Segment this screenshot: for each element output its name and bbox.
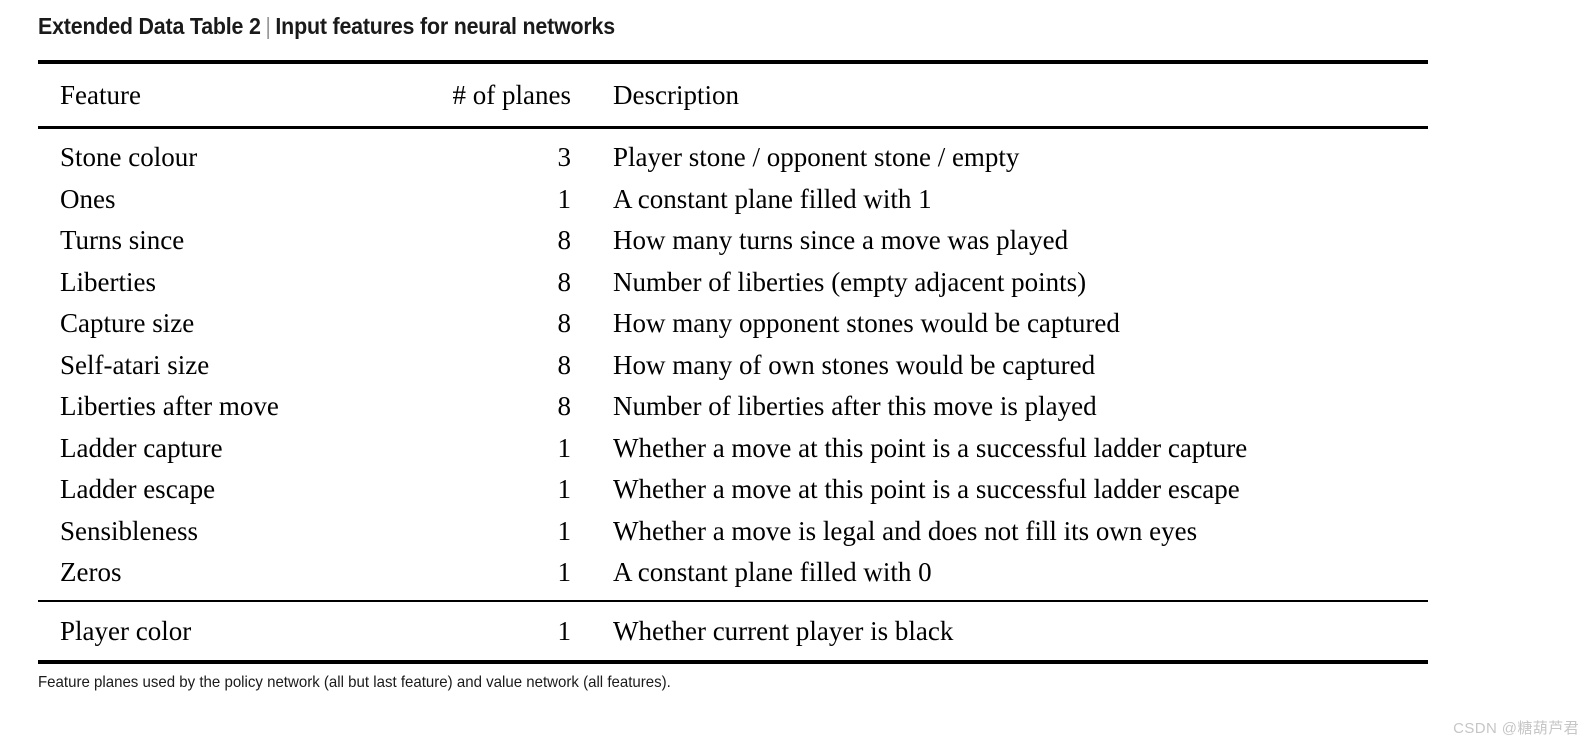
table-title-separator: | (265, 13, 271, 39)
table-rule-bottom (38, 660, 1428, 664)
cell-feature: Liberties after move (60, 391, 279, 421)
cell-description: How many opponent stones would be captur… (613, 308, 1120, 338)
cell-planes: 8 (557, 308, 572, 338)
table-rule-top (38, 60, 1428, 64)
cell-description: Number of liberties after this move is p… (613, 391, 1097, 421)
table-row: Turns since 8 How many turns since a mov… (38, 220, 1428, 262)
cell-planes: 8 (557, 349, 572, 380)
cell-feature: Player color (60, 615, 192, 646)
column-header-description: Description (613, 80, 739, 110)
table-body-top-spacer (38, 129, 1428, 137)
table-last-group-body: Player color 1 Whether current player is… (38, 602, 1428, 661)
table-header: Feature # of planes Description (38, 64, 1428, 126)
table-rule-header (38, 126, 1428, 129)
page-title: Extended Data Table 2|Input features for… (38, 13, 615, 40)
cell-planes: 1 (557, 183, 572, 214)
cell-description: How many turns since a move was played (613, 225, 1069, 255)
table-row: Self-atari size 8 How many of own stones… (38, 345, 1428, 387)
cell-feature: Turns since (60, 225, 185, 255)
table-row: Ladder escape 1 Whether a move at this p… (38, 469, 1428, 511)
cell-description: Number of liberties (empty adjacent poin… (613, 266, 1087, 297)
table-header-row: Feature # of planes Description (38, 64, 1428, 126)
cell-planes: 8 (557, 225, 572, 255)
table-row: Capture size 8 How many opponent stones … (38, 303, 1428, 345)
cell-planes: 1 (557, 557, 572, 587)
input-features-table-last-group: Player color 1 Whether current player is… (38, 602, 1428, 661)
table-row: Player color 1 Whether current player is… (38, 611, 1428, 653)
table-last-group-bottom-spacer (38, 652, 1428, 660)
cell-planes: 1 (557, 615, 572, 646)
table-footnote: Feature planes used by the policy networ… (38, 674, 671, 691)
cell-description: A constant plane filled with 0 (613, 557, 932, 587)
column-header-planes: # of planes (452, 80, 571, 110)
cell-feature: Ones (60, 183, 116, 214)
cell-feature: Self-atari size (60, 349, 210, 380)
cell-description: Whether a move at this point is a succes… (613, 474, 1240, 504)
cell-feature: Liberties (60, 266, 156, 297)
table-title-subject: Input features for neural networks (275, 13, 615, 39)
table-row: Liberties after move 8 Number of liberti… (38, 386, 1428, 428)
cell-description: A constant plane filled with 1 (613, 183, 932, 214)
cell-planes: 1 (557, 432, 572, 463)
cell-feature: Capture size (60, 308, 195, 338)
input-features-table-body: Stone colour 3 Player stone / opponent s… (38, 129, 1428, 600)
table-row: Zeros 1 A constant plane filled with 0 (38, 552, 1428, 594)
cell-feature: Sensibleness (60, 515, 198, 546)
cell-description: Whether a move at this point is a succes… (613, 432, 1248, 463)
cell-planes: 8 (557, 266, 572, 297)
table-row: Liberties 8 Number of liberties (empty a… (38, 262, 1428, 304)
table-body: Stone colour 3 Player stone / opponent s… (38, 129, 1428, 600)
cell-planes: 1 (557, 474, 572, 504)
table-row: Ladder capture 1 Whether a move at this … (38, 428, 1428, 470)
cell-planes: 1 (557, 515, 572, 546)
table-row: Sensibleness 1 Whether a move is legal a… (38, 511, 1428, 553)
table-title-prefix: Extended Data Table 2 (38, 13, 261, 39)
cell-planes: 8 (557, 391, 572, 421)
cell-description: How many of own stones would be captured (613, 349, 1096, 380)
csdn-watermark: CSDN @糖葫芦君 (1453, 720, 1579, 737)
cell-description: Whether current player is black (613, 615, 954, 646)
table-row: Stone colour 3 Player stone / opponent s… (38, 137, 1428, 179)
table-row: Ones 1 A constant plane filled with 1 (38, 179, 1428, 221)
cell-feature: Ladder capture (60, 432, 223, 463)
data-table-container: Feature # of planes Description Stone co… (38, 60, 1428, 664)
table-last-group-top-spacer (38, 602, 1428, 611)
column-header-feature: Feature (60, 80, 141, 110)
cell-feature: Ladder escape (60, 474, 216, 504)
table-rule-before-last-row (38, 599, 1428, 602)
cell-description: Whether a move is legal and does not fil… (613, 515, 1198, 546)
cell-feature: Stone colour (60, 142, 198, 172)
cell-feature: Zeros (60, 557, 122, 587)
cell-description: Player stone / opponent stone / empty (613, 142, 1020, 172)
input-features-table: Feature # of planes Description (38, 64, 1428, 126)
cell-planes: 3 (557, 142, 572, 172)
